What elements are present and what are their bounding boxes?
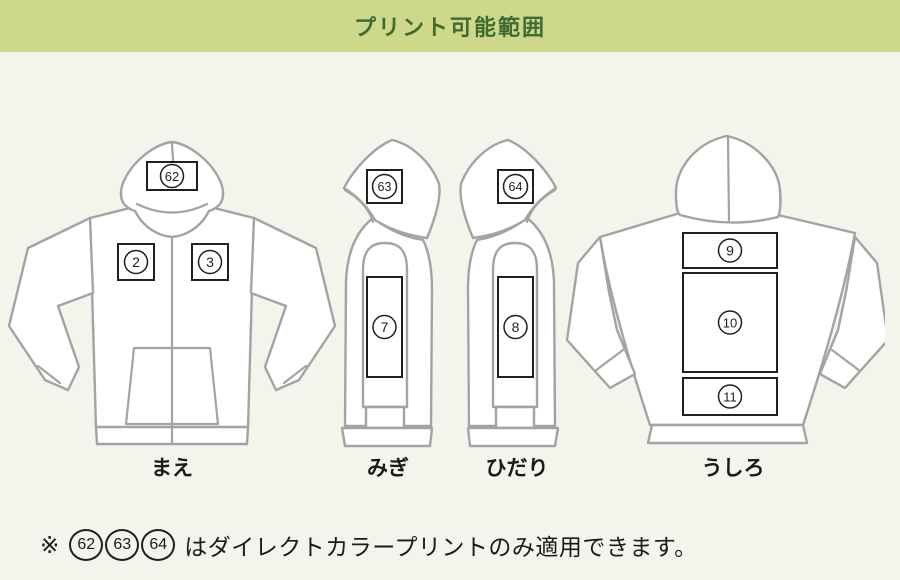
front-right-sleeve xyxy=(249,216,337,392)
footnote-text: はダイレクトカラープリントのみ適用できます。 xyxy=(184,534,698,560)
front-hood-opening-line xyxy=(135,202,209,214)
print-area-circle-9 xyxy=(717,238,743,263)
print-area-number-10: 10 xyxy=(723,316,737,331)
print-area-number-9: 9 xyxy=(726,243,734,259)
back-right-sleeve xyxy=(818,235,885,390)
view-label-front: まえ xyxy=(151,457,193,480)
front-right-cuff-line xyxy=(282,364,308,385)
hoodie-left-view: 64 8 xyxy=(459,138,560,448)
print-area-number-64: 64 xyxy=(509,180,523,194)
print-area-circle-2 xyxy=(123,249,149,275)
view-label-back: うしろ xyxy=(701,457,765,480)
print-area-number-8: 8 xyxy=(512,319,520,335)
print-area-box-62 xyxy=(146,161,198,191)
view-label-right: みぎ xyxy=(367,457,409,480)
print-area-box-10 xyxy=(682,272,778,373)
print-area-circle-8 xyxy=(503,314,528,340)
print-area-number-2: 2 xyxy=(132,254,140,270)
front-left-sleeve xyxy=(8,216,95,392)
header-bar: プリント可能範囲 xyxy=(0,0,900,52)
print-area-circle-11 xyxy=(717,384,743,409)
print-area-number-63: 63 xyxy=(378,180,392,194)
print-area-circle-10 xyxy=(717,310,743,335)
hoodie-right-view: 63 7 xyxy=(340,138,441,448)
right-hood-fold-line xyxy=(343,188,375,224)
back-right-cuff-line xyxy=(830,348,862,373)
print-area-number-3: 3 xyxy=(206,254,214,270)
print-area-circle-63 xyxy=(371,173,398,200)
footnote: ※ 62 63 64 はダイレクトカラープリントのみ適用できます。 xyxy=(40,527,698,563)
front-pocket xyxy=(124,346,220,426)
print-area-box-11 xyxy=(682,377,778,416)
right-hem-band xyxy=(340,426,434,448)
footnote-circled-64: 64 xyxy=(141,529,176,561)
hoodie-back-view: 9 10 11 xyxy=(565,134,885,445)
front-left-cuff-line xyxy=(36,364,62,385)
print-area-circle-62 xyxy=(159,163,185,189)
print-area-number-11: 11 xyxy=(723,390,737,405)
right-sleeve-cuff xyxy=(364,405,406,430)
back-left-cuff-line xyxy=(593,348,625,373)
print-area-number-7: 7 xyxy=(381,319,389,335)
view-label-left: ひだり xyxy=(485,457,549,480)
footnote-circled-62: 62 xyxy=(69,529,104,561)
print-area-circle-7 xyxy=(372,314,397,340)
left-sleeve-cuff xyxy=(494,405,536,430)
print-area-circle-64 xyxy=(502,173,529,200)
left-hood-fold-line xyxy=(525,188,557,224)
back-left-sleeve xyxy=(565,235,637,390)
hoodie-front-view: 62 2 3 xyxy=(8,140,337,446)
left-hem-band xyxy=(466,426,560,448)
page-title: プリント可能範囲 xyxy=(353,15,546,40)
back-hem-band xyxy=(646,423,809,445)
footnote-marker: ※ xyxy=(40,531,60,558)
footnote-circled-63: 63 xyxy=(105,529,140,561)
front-hood-seam xyxy=(170,141,175,163)
back-hood-seam xyxy=(726,135,731,224)
print-area-circle-3 xyxy=(197,249,223,275)
print-area-number-62: 62 xyxy=(165,169,179,184)
